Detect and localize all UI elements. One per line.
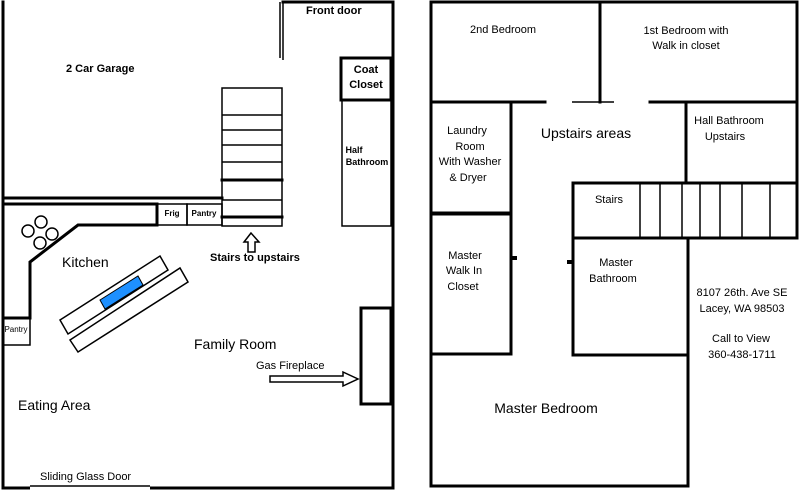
laundry-label-3: With Washer <box>438 156 502 168</box>
eating-area-label: Eating Area <box>18 397 91 413</box>
gas-fireplace-label: Gas Fireplace <box>256 360 325 372</box>
address-line-1: 8107 26th. Ave SE <box>696 287 788 299</box>
upstairs-stairs <box>571 181 799 240</box>
stairs-label: Stairs <box>594 194 624 206</box>
phone-number: 360-438-1711 <box>708 349 776 361</box>
first-bedroom-label-1: 1st Bedroom with <box>643 25 729 37</box>
hall-bathroom-label-1: Hall Bathroom <box>694 115 764 127</box>
frig-label: Frig <box>164 209 180 218</box>
fireplace-outline <box>359 306 393 406</box>
address-line-2: Lacey, WA 98503 <box>699 303 785 315</box>
first-bedroom-label-2: Walk in closet <box>652 40 720 52</box>
pantry-top-label: Pantry <box>191 209 217 218</box>
upstairs-outer-wall <box>429 0 799 488</box>
half-bathroom-outline <box>341 99 392 227</box>
downstairs-plan <box>1 0 395 490</box>
front-door-label: Front door <box>306 5 362 17</box>
hall-bathroom-label-2: Upstairs <box>704 131 746 143</box>
half-bathroom-label-1: Half <box>345 145 363 155</box>
master-bathroom-label-2: Bathroom <box>589 273 637 285</box>
family-room-label: Family Room <box>194 336 277 352</box>
kitchen-label: Kitchen <box>62 254 109 270</box>
arrow-up-icon <box>242 231 261 253</box>
coat-closet-label-1: Coat <box>353 64 379 76</box>
sliding-glass-door-label: Sliding Glass Door <box>40 471 132 483</box>
arrow-right-icon <box>269 370 360 388</box>
master-bath-outline <box>571 236 690 357</box>
pantry-top-box <box>186 203 223 226</box>
second-bedroom-label: 2nd Bedroom <box>469 24 537 36</box>
call-to-view-label: Call to View <box>712 333 770 345</box>
master-closet-label-1: Master <box>448 250 482 262</box>
coat-closet-label-2: Closet <box>349 79 383 91</box>
master-bathroom-label-1: Master <box>599 257 633 269</box>
garage-label: 2 Car Garage <box>66 63 135 75</box>
stairs-to-upstairs-label: Stairs to upstairs <box>210 252 300 264</box>
downstairs-stairs <box>220 87 284 227</box>
master-closet-label-2: Walk In <box>445 265 483 277</box>
half-bathroom-label-2: Bathroom <box>345 157 389 167</box>
pantry-left-label: Pantry <box>4 325 28 334</box>
kitchen-island <box>58 254 190 354</box>
stove-burners <box>21 215 59 250</box>
master-closet-outline <box>429 212 513 356</box>
laundry-label-2: Room <box>455 141 485 153</box>
master-closet-label-3: Closet <box>447 281 479 293</box>
upstairs-areas-label: Upstairs areas <box>540 125 632 141</box>
laundry-label-1: Laundry <box>447 125 487 137</box>
laundry-label-4: & Dryer <box>449 172 487 184</box>
sink-icon <box>99 275 144 310</box>
master-bedroom-label: Master Bedroom <box>494 400 598 416</box>
upstairs-plan <box>429 0 799 488</box>
downstairs-outer-wall <box>1 0 395 490</box>
pantry-left-box <box>2 317 31 346</box>
